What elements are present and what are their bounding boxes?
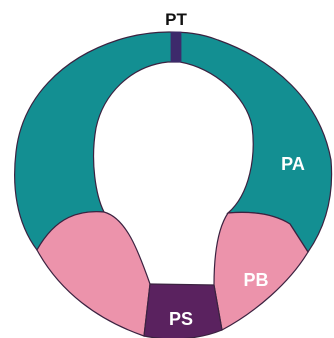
label-pa: PA <box>281 154 305 174</box>
label-pb: PB <box>243 270 268 290</box>
region-pt <box>171 32 181 62</box>
region-pb-left <box>37 212 150 336</box>
label-ps: PS <box>169 309 193 329</box>
region-pa <box>15 32 332 252</box>
label-pt: PT <box>165 10 187 29</box>
